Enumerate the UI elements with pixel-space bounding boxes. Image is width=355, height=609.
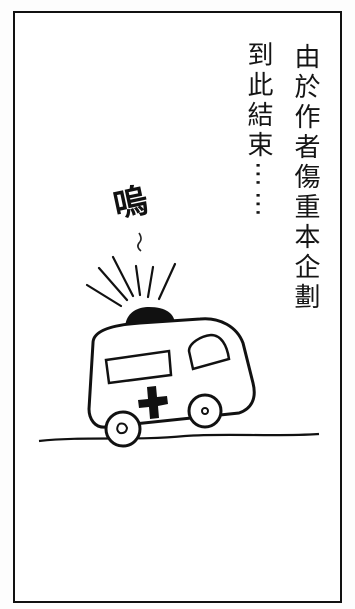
caption-line-2: 到此結束⋯⋯	[243, 41, 273, 221]
ground-line	[38, 432, 320, 443]
caption-line-1: 由於作者傷重本企劃	[290, 43, 320, 313]
sound-trail	[137, 232, 142, 252]
siren-lines	[85, 255, 177, 308]
cross-icon	[138, 386, 168, 419]
front-wheel	[187, 393, 223, 429]
comic-panel: 由於作者傷重本企劃 到此結束⋯⋯ 嗚	[13, 11, 342, 603]
ambulance-illustration: 嗚	[38, 180, 320, 448]
rear-wheel	[104, 410, 142, 448]
sound-effect: 嗚	[110, 180, 152, 226]
front-window	[187, 333, 231, 371]
side-window	[104, 349, 173, 385]
